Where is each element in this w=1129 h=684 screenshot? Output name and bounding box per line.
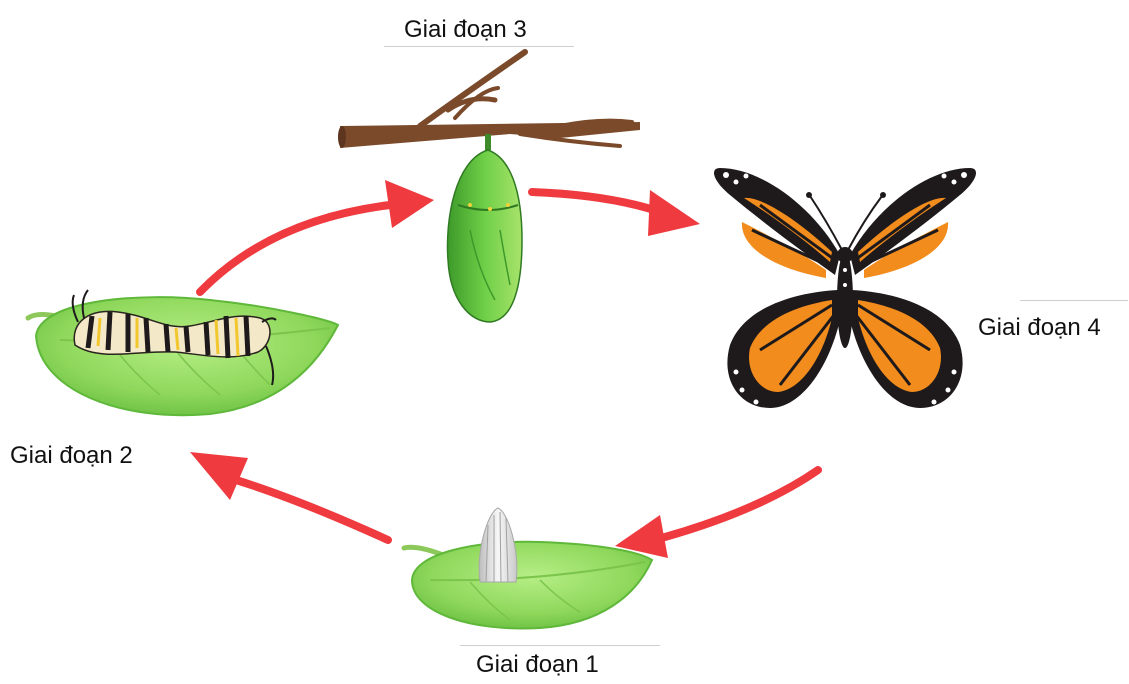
arrow-stage2-to-stage3 <box>200 180 434 292</box>
stage-1-label: Giai đoạn 1 <box>476 653 599 677</box>
branch-icon <box>338 52 640 148</box>
caterpillar-on-leaf-icon <box>28 290 338 415</box>
arrow-stage3-to-stage4 <box>532 190 700 236</box>
egg-on-leaf-icon <box>404 508 652 629</box>
stage-4-label: Giai đoạn 4 <box>978 316 1101 340</box>
butterfly-icon <box>714 168 976 408</box>
divider-line <box>384 46 574 47</box>
stage-2-label: Giai đoạn 2 <box>10 444 133 468</box>
stage-3-label: Giai đoạn 3 <box>404 18 527 42</box>
divider-line <box>460 645 660 646</box>
leaf-icon <box>404 542 652 629</box>
egg-icon <box>479 508 517 582</box>
divider-line <box>1020 300 1128 301</box>
chrysalis-icon <box>447 134 522 322</box>
arrow-stage4-to-stage1 <box>615 470 818 558</box>
arrow-stage1-to-stage2 <box>190 452 388 540</box>
chrysalis-on-branch-icon <box>338 52 640 322</box>
